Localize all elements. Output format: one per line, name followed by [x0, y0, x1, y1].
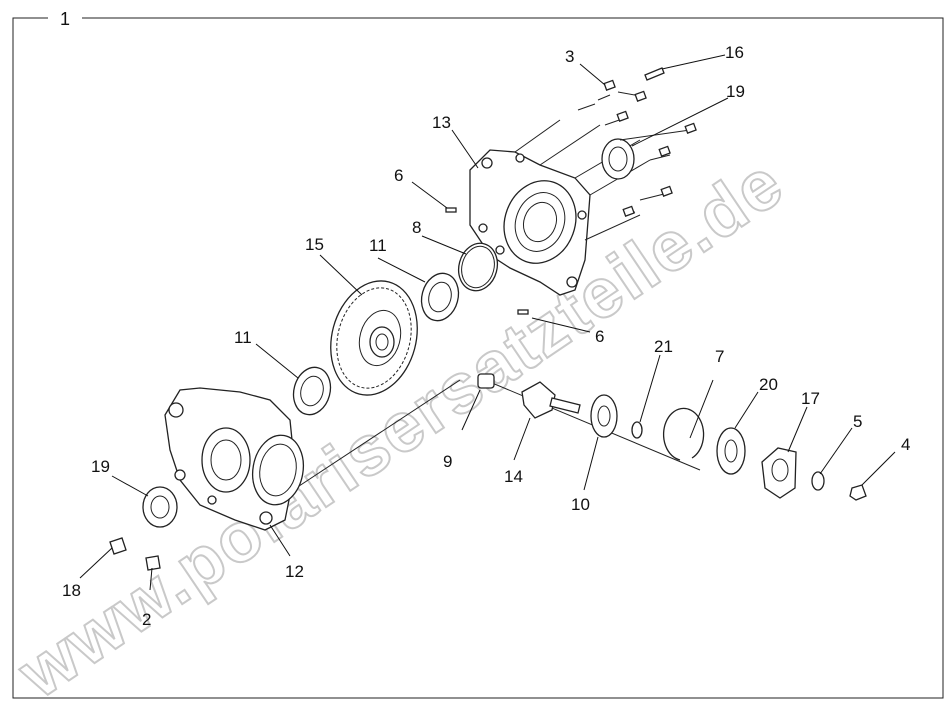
callout-13: 13 — [432, 113, 451, 132]
callout-16: 16 — [725, 43, 744, 62]
callout-labels: 2 3 4 5 6 6 7 8 9 10 11 11 12 13 14 15 1… — [62, 43, 910, 629]
front-housing — [164, 387, 305, 531]
o-ring — [457, 242, 499, 292]
bearing-lower — [292, 366, 332, 416]
drain-plug — [109, 537, 127, 555]
pinion-gear — [521, 381, 581, 419]
pinion-bearing — [590, 394, 618, 438]
callout-5: 5 — [853, 412, 862, 431]
callout-21: 21 — [654, 337, 673, 356]
callout-19-upper: 19 — [726, 82, 745, 101]
rear-housing-cover — [469, 119, 651, 296]
dowel-pin-upper — [445, 207, 457, 213]
vent-tube — [644, 67, 665, 81]
fill-plug — [145, 555, 161, 571]
callout-12: 12 — [285, 562, 304, 581]
callout-10: 10 — [571, 495, 590, 514]
callout-3: 3 — [565, 47, 574, 66]
callout-11-upper: 11 — [369, 236, 387, 255]
dowel-pin-lower — [517, 309, 529, 315]
callout-11-lower: 11 — [234, 328, 252, 347]
leader-lines — [79, 54, 896, 591]
callout-18: 18 — [62, 581, 81, 600]
callout-6-upper: 6 — [394, 166, 403, 185]
output-flange — [761, 447, 797, 499]
output-seal-lower — [142, 486, 178, 528]
callout-6-lower: 6 — [595, 327, 604, 346]
callout-14: 14 — [504, 467, 523, 486]
callout-19-lower: 19 — [91, 457, 110, 476]
bearing-upper — [420, 272, 460, 322]
callout-7: 7 — [715, 347, 724, 366]
callout-4: 4 — [901, 435, 910, 454]
callout-9: 9 — [443, 452, 452, 471]
callout-15: 15 — [305, 235, 324, 254]
callout-17: 17 — [801, 389, 820, 408]
housing-bolts — [577, 79, 697, 217]
small-o-ring — [631, 421, 643, 439]
diagram-frame: 1 — [12, 9, 944, 699]
washer — [811, 471, 825, 491]
callout-20: 20 — [759, 375, 778, 394]
callout-2: 2 — [142, 610, 151, 629]
frame-label: 1 — [60, 9, 70, 29]
needle-bearing — [477, 373, 495, 389]
flange-nut — [849, 484, 867, 501]
ring-gear — [330, 280, 418, 396]
snap-ring — [662, 407, 705, 461]
pinion-seal — [716, 427, 746, 475]
callout-8: 8 — [412, 218, 421, 237]
